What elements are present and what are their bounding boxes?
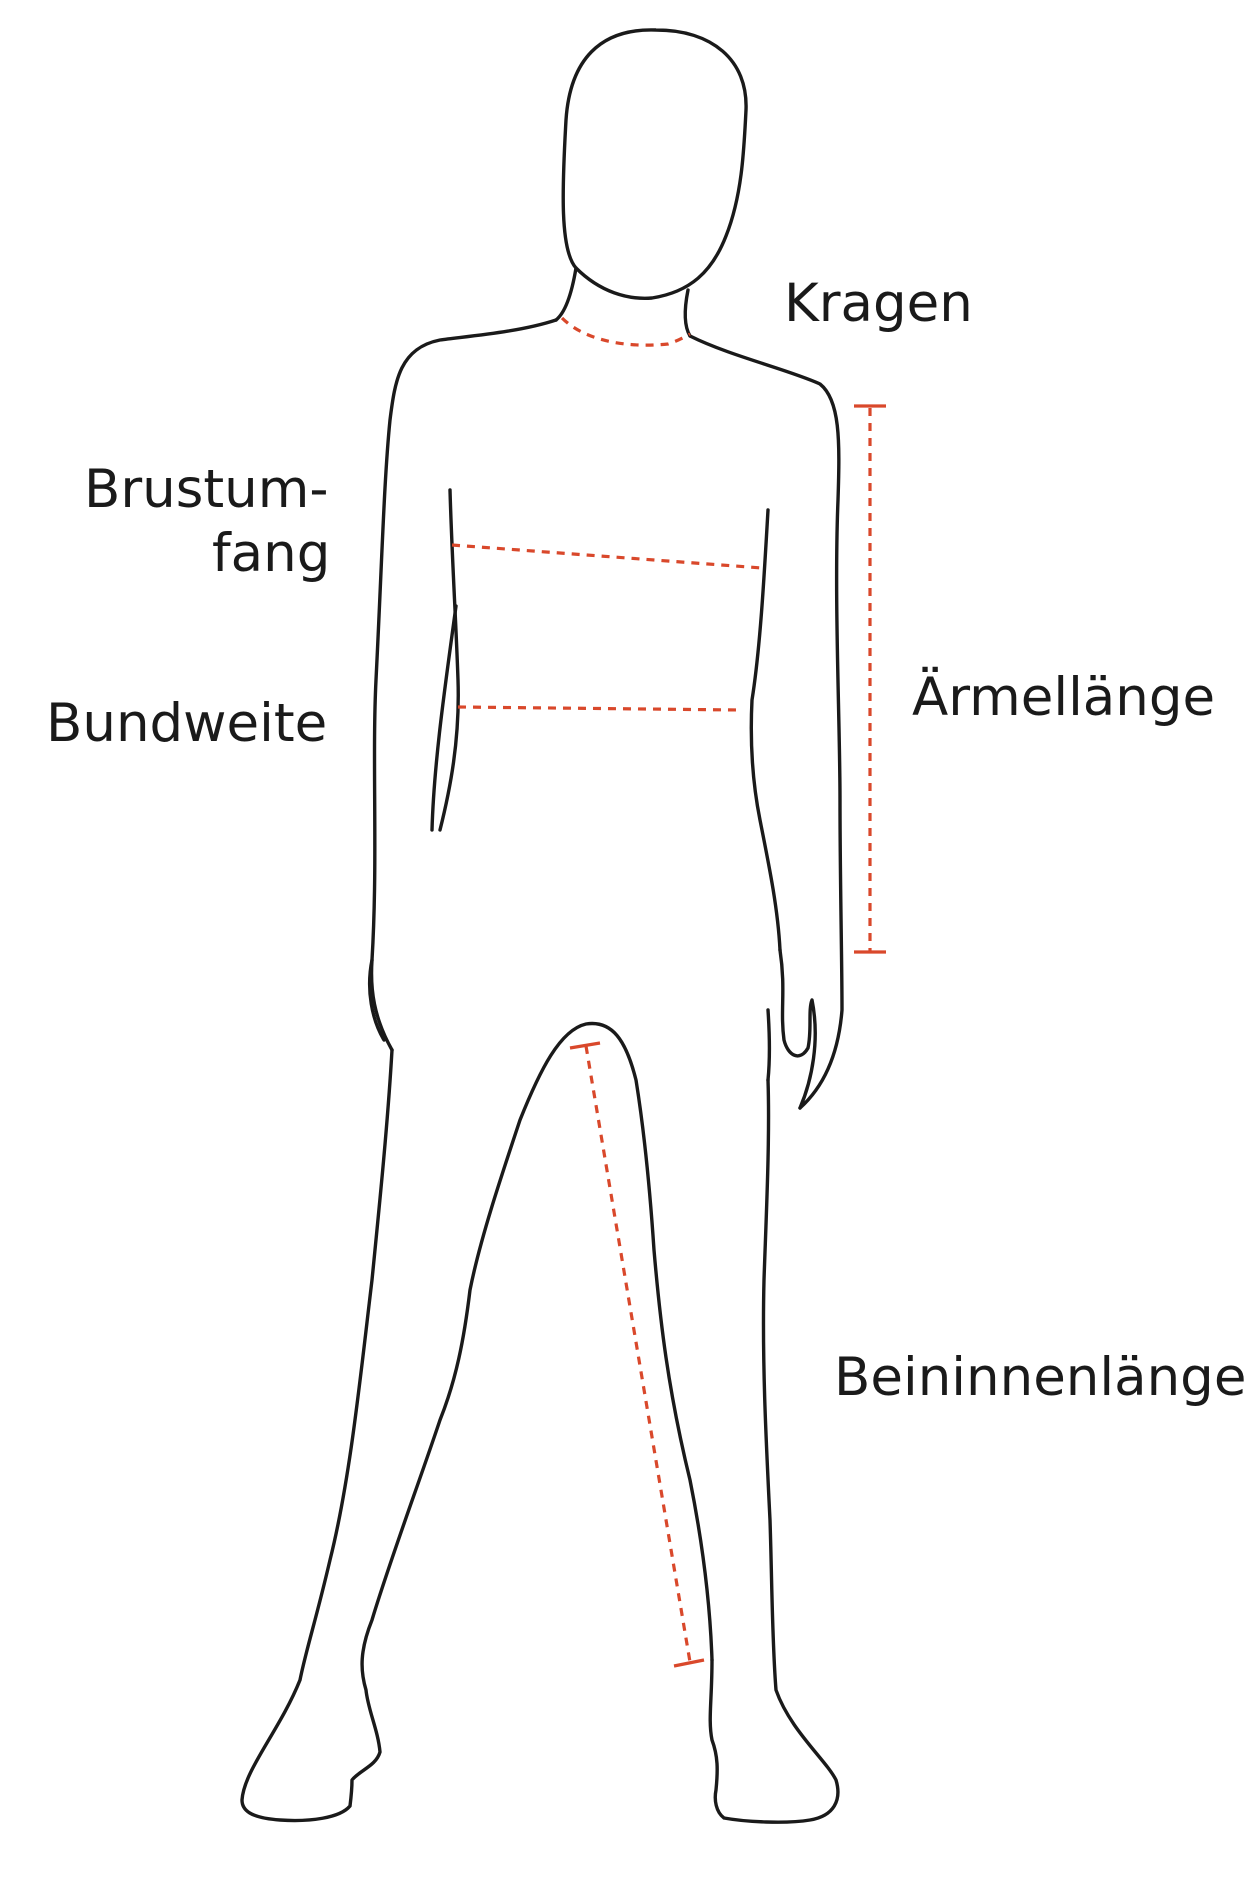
waist-label: Bundweite — [46, 692, 327, 756]
right-leg-inner-outline — [768, 1010, 770, 1080]
right-hand-outline — [780, 950, 815, 1108]
waist-measure-line — [458, 707, 740, 710]
inseam-label: Beininnenlänge — [834, 1346, 1246, 1410]
left-leg-outer-outline — [242, 1023, 712, 1820]
chest-measure-line — [452, 545, 762, 568]
left-arm-inner-lower-outline — [432, 606, 456, 830]
measurement-lines — [452, 318, 886, 1666]
head-outline — [563, 30, 746, 298]
right-arm-inner-outline — [751, 510, 780, 950]
chest-label-line1: Brustum- — [84, 458, 328, 522]
body-outline — [242, 30, 842, 1822]
chest-label-line2: fang — [212, 522, 330, 586]
inseam-bottom-cap — [674, 1660, 704, 1666]
inseam-measure-line — [586, 1046, 690, 1662]
left-side-outline — [372, 320, 556, 1050]
collar-measure-line — [562, 318, 690, 345]
neck-left-outline — [556, 268, 576, 320]
right-leg-outer-outline — [710, 1080, 838, 1822]
sleeve-label: Ärmellänge — [912, 666, 1215, 730]
collar-label: Kragen — [784, 272, 973, 336]
neck-right-outline — [685, 290, 690, 336]
right-side-outline — [690, 336, 842, 1108]
